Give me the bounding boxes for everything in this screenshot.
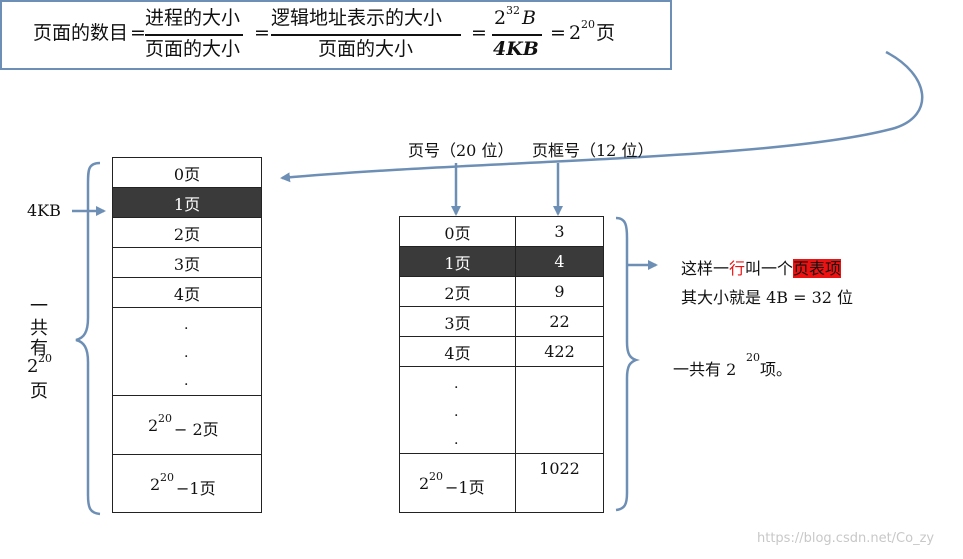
pt-dot-2: . bbox=[454, 404, 459, 420]
page-row-2: 2页 bbox=[112, 217, 262, 248]
formula-equals-1: = bbox=[130, 22, 146, 44]
entry-note-highlight: 页表项 bbox=[793, 259, 842, 278]
page-row-ellipsis bbox=[112, 307, 262, 396]
page-dot-2: . bbox=[184, 345, 189, 361]
fraction2-numerator: 逻辑地址表示的大小 bbox=[271, 7, 443, 29]
page-last-exp: 20 bbox=[160, 471, 174, 484]
formula-box: 页面的数目 = 进程的大小 页面的大小 = 逻辑地址表示的大小 页面的大小 = … bbox=[0, 0, 672, 70]
entry-count-exp: 20 bbox=[746, 351, 760, 364]
total-pages-exp: 20 bbox=[38, 352, 52, 365]
fraction3-bar bbox=[492, 34, 542, 36]
fraction3-numerator-unit: B bbox=[522, 7, 536, 29]
fraction3-numerator-base: 2 bbox=[494, 7, 507, 29]
page-row-last bbox=[112, 454, 262, 513]
page-row-4: 4页 bbox=[112, 277, 262, 308]
pt-frame-ellipsis bbox=[515, 366, 604, 454]
total-pages-char-2: 共 bbox=[30, 318, 48, 339]
pt-page-ellipsis bbox=[399, 366, 516, 454]
pt-page-4: 4页 bbox=[399, 336, 516, 367]
watermark: https://blog.csdn.net/Co_zy bbox=[757, 531, 935, 546]
formula-equals-3: = bbox=[471, 22, 487, 44]
entry-count-prefix: 一共有 2 bbox=[673, 360, 737, 379]
formula-lhs: 页面的数目 bbox=[33, 22, 129, 44]
entry-note-line1: 这样一行叫一个页表项 bbox=[681, 255, 842, 279]
fraction2-denominator: 页面的大小 bbox=[318, 38, 414, 60]
total-pages-char-3: 有 bbox=[30, 338, 48, 359]
page-row-3: 3页 bbox=[112, 247, 262, 278]
pt-last-page-base: 2 bbox=[419, 474, 430, 493]
pt-frame-3: 22 bbox=[515, 306, 604, 337]
right-brace bbox=[615, 216, 640, 512]
fraction3-numerator-exp: 32 bbox=[506, 4, 520, 17]
page-row-0: 0页 bbox=[112, 157, 262, 188]
pt-last-page-exp: 20 bbox=[429, 470, 443, 483]
pt-dot-1: . bbox=[454, 376, 459, 392]
result-unit: 页 bbox=[596, 22, 616, 44]
entry-note-b: 行 bbox=[729, 259, 746, 278]
formula-equals-4: = bbox=[550, 22, 566, 44]
page-second-last-exp: 20 bbox=[158, 412, 172, 425]
entry-note-a: 这样一 bbox=[681, 259, 730, 278]
left-brace bbox=[75, 161, 101, 516]
total-pages-char-5: 页 bbox=[30, 381, 48, 402]
page-second-last-base: 2 bbox=[148, 416, 159, 435]
pt-last-frame: 1022 bbox=[515, 453, 604, 513]
fraction3-denominator: 4KB bbox=[493, 38, 539, 60]
formula-equals-2: = bbox=[254, 22, 270, 44]
entry-note-c: 叫一个 bbox=[745, 259, 794, 278]
total-pages-base: 2 bbox=[27, 356, 39, 377]
page-row-1: 1页 bbox=[112, 187, 262, 218]
fraction1-bar bbox=[145, 34, 243, 36]
pt-page-1: 1页 bbox=[399, 246, 516, 277]
total-pages-char-1: 一 bbox=[30, 296, 48, 317]
entry-size-note: 其大小就是 4B = 32 位 bbox=[681, 288, 854, 307]
result-base: 2 bbox=[569, 22, 582, 44]
frame-number-header: 页框号（12 位） bbox=[532, 141, 654, 160]
result-exp: 20 bbox=[581, 18, 595, 31]
pt-dot-3: . bbox=[454, 432, 459, 448]
pt-frame-0: 3 bbox=[515, 216, 604, 247]
pt-page-0: 0页 bbox=[399, 216, 516, 247]
page-second-last-suffix: − 2页 bbox=[174, 420, 219, 439]
pt-page-2: 2页 bbox=[399, 276, 516, 307]
entry-count-suffix: 项。 bbox=[760, 360, 793, 379]
page-number-header: 页号（20 位） bbox=[408, 141, 514, 160]
formula-to-table-arrow bbox=[280, 50, 924, 183]
pt-frame-1: 4 bbox=[515, 246, 604, 277]
page-dot-1: . bbox=[184, 317, 189, 333]
pt-frame-4: 422 bbox=[515, 336, 604, 367]
pt-page-3: 3页 bbox=[399, 306, 516, 337]
fraction1-denominator: 页面的大小 bbox=[145, 38, 241, 60]
pt-frame-2: 9 bbox=[515, 276, 604, 307]
fraction1-numerator: 进程的大小 bbox=[145, 7, 241, 29]
page-dot-3: . bbox=[184, 373, 189, 389]
page-last-base: 2 bbox=[150, 475, 161, 494]
page-last-suffix: −1页 bbox=[176, 479, 216, 498]
page-size-label: 4KB bbox=[27, 201, 61, 220]
pt-last-page-suffix: −1页 bbox=[445, 478, 485, 497]
fraction2-bar bbox=[271, 34, 461, 36]
